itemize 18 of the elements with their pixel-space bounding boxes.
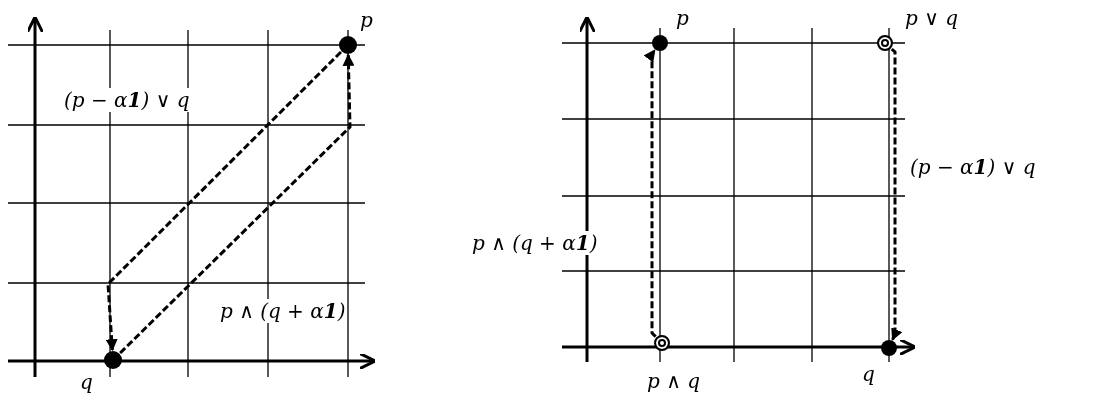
double-circle-point [654,335,670,351]
filled-point [881,340,897,356]
edge-label: p ∧ (q + α1) [218,299,348,323]
filled-point [104,351,122,369]
filled-point [652,35,668,51]
dashed-arrow [890,47,903,341]
edge-label: (p − α1) ∨ q [62,88,192,112]
point-label: q [80,370,93,394]
point-label: q [862,362,875,386]
edge-label: (p − α1) ∨ q [908,155,1038,179]
dashed-arrow [643,49,657,338]
double-circle-point [877,35,893,51]
point-label: p ∨ q [905,6,958,30]
point-label: p [676,6,689,30]
point-label: p ∧ q [647,369,700,393]
point-label: p [360,8,373,32]
filled-point [339,36,357,54]
edge-label: p ∧ (q + α1) [470,231,600,255]
